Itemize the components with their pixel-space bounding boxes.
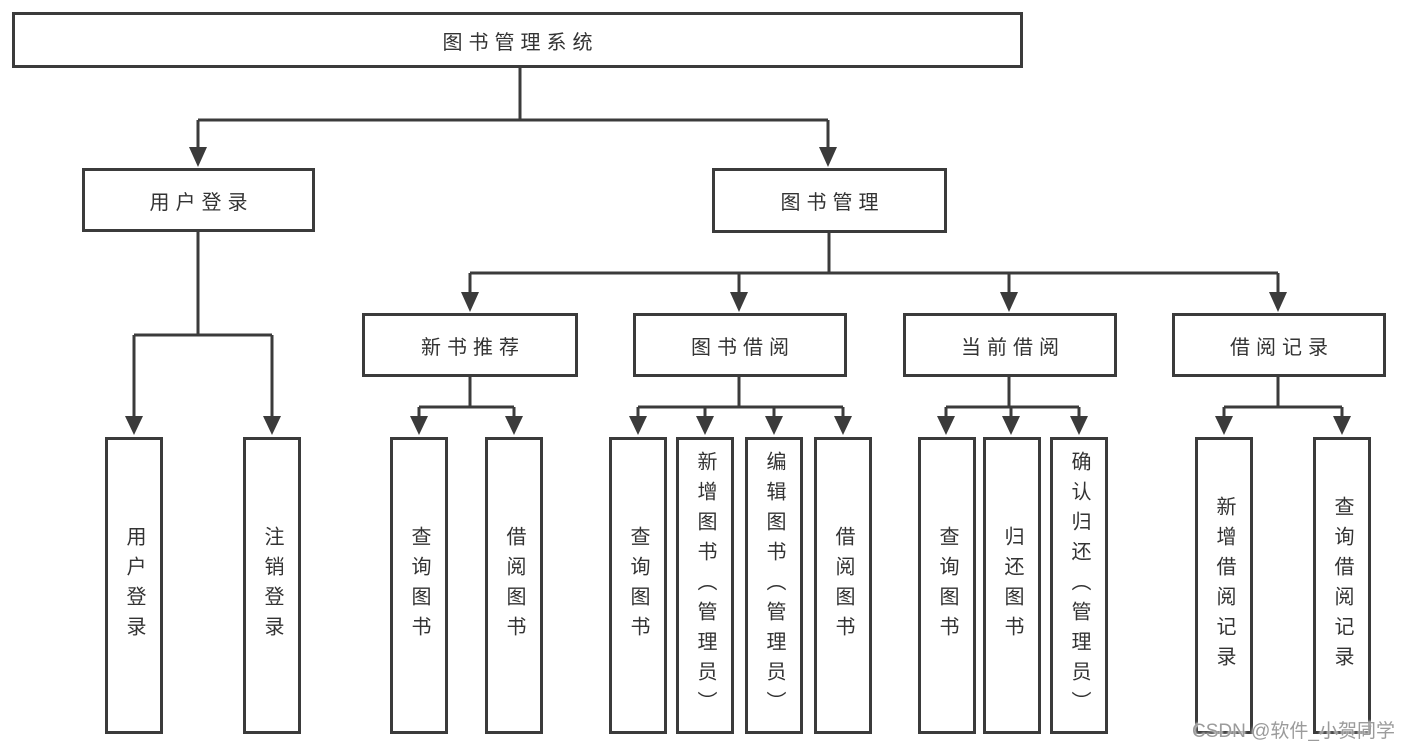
branch-box-new-book-recommend: 新书推荐: [362, 313, 578, 377]
branch-box-current-borrow: 当前借阅: [903, 313, 1117, 377]
leaf-label: 新增借阅记录: [1213, 495, 1235, 676]
leaf-box-borrow-books: 借阅图书: [485, 437, 543, 734]
branch-label: 图书管理: [780, 192, 885, 214]
leaf-label: 查询借阅记录: [1331, 495, 1353, 676]
branch-box-user-login: 用户登录: [82, 168, 315, 232]
branch-label: 当前借阅: [961, 336, 1065, 359]
leaf-box-borrow-books: 借阅图书: [814, 437, 872, 734]
leaf-label: 用户登录: [123, 525, 145, 646]
leaf-label: 归还图书: [1001, 525, 1023, 646]
leaf-label: 借阅图书: [503, 525, 525, 646]
leaf-box-user-login: 用户登录: [105, 437, 163, 734]
leaf-label: 查询图书: [627, 525, 649, 646]
leaf-label: 新增图书（管理员）: [694, 450, 716, 721]
leaf-label: 借阅图书: [832, 525, 854, 646]
leaf-box-add-books-admin: 新增图书（管理员）: [676, 437, 734, 734]
leaf-label: 注销登录: [261, 525, 283, 646]
branch-label: 图书借阅: [691, 336, 795, 359]
branch-box-book-borrow: 图书借阅: [633, 313, 847, 377]
branch-label: 新书推荐: [421, 336, 525, 359]
root-label: 图书管理系统: [442, 31, 599, 54]
leaf-box-search-books: 查询图书: [918, 437, 976, 734]
leaf-box-search-books: 查询图书: [609, 437, 667, 734]
root-box-system: 图书管理系统: [12, 12, 1023, 68]
leaf-label: 确认归还（管理员）: [1068, 450, 1090, 721]
branch-box-book-management: 图书管理: [712, 168, 947, 233]
leaf-box-return-books: 归还图书: [983, 437, 1041, 734]
csdn-watermark: CSDN @软件_小贺同学: [1192, 721, 1395, 742]
branch-label: 用户登录: [149, 191, 254, 214]
branch-box-borrow-records: 借阅记录: [1172, 313, 1386, 377]
leaf-label: 查询图书: [408, 525, 430, 646]
leaf-label: 编辑图书（管理员）: [763, 450, 785, 721]
leaf-box-confirm-return-admin: 确认归还（管理员）: [1050, 437, 1108, 734]
leaf-box-edit-books-admin: 编辑图书（管理员）: [745, 437, 803, 734]
leaf-box-search-borrow-record: 查询借阅记录: [1313, 437, 1371, 734]
leaf-box-add-borrow-record: 新增借阅记录: [1195, 437, 1253, 734]
leaf-box-search-books: 查询图书: [390, 437, 448, 734]
branch-label: 借阅记录: [1230, 336, 1334, 359]
leaf-label: 查询图书: [936, 525, 958, 646]
leaf-box-logout: 注销登录: [243, 437, 301, 734]
